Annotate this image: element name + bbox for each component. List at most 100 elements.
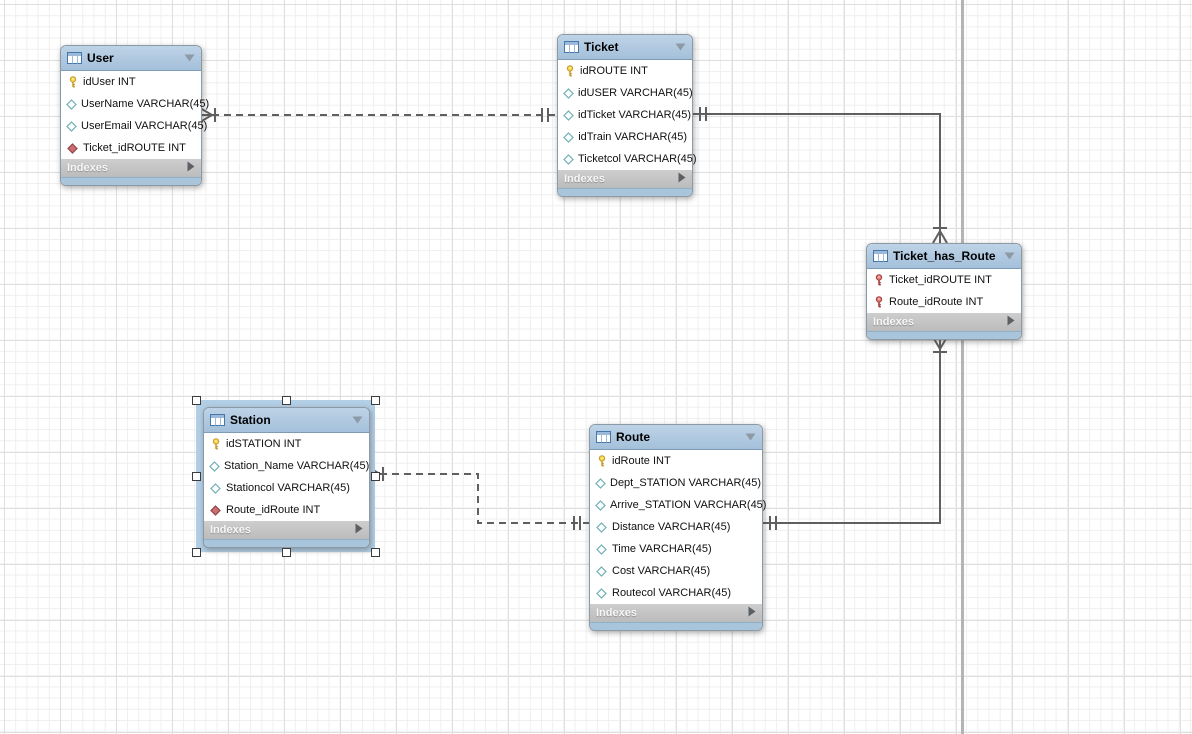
expand-arrow-icon[interactable] — [1007, 315, 1015, 329]
column-label: idROUTE INT — [580, 65, 648, 77]
table-columns: idROUTE INT idUSER VARCHAR(45)idTicket VA… — [558, 60, 697, 170]
table-header[interactable]: Station — [204, 408, 369, 433]
column-row[interactable]: Routecol VARCHAR(45) — [590, 582, 762, 604]
table-title: Route — [616, 430, 650, 444]
primary-key-icon — [595, 455, 608, 467]
relationship-ticket-ticket_has_route[interactable] — [691, 113, 941, 243]
table-columns: Ticket_idROUTE INT Route_idRoute INT — [867, 269, 1021, 313]
expand-arrow-icon[interactable] — [355, 523, 363, 537]
column-icon — [563, 131, 574, 143]
indexes-row[interactable]: Indexes — [590, 604, 762, 622]
column-label: idRoute INT — [612, 455, 671, 467]
indexes-label: Indexes — [873, 316, 914, 328]
expand-arrow-icon[interactable] — [678, 172, 686, 186]
table-icon — [564, 41, 579, 53]
table-footer-strip — [558, 188, 692, 196]
column-row[interactable]: idROUTE INT — [558, 60, 692, 82]
table-header[interactable]: Route — [590, 425, 762, 450]
column-label: idSTATION INT — [226, 438, 302, 450]
column-label: Route_idRoute INT — [889, 296, 984, 308]
column-row[interactable]: idUser INT — [61, 71, 201, 93]
table-header[interactable]: Ticket — [558, 35, 692, 60]
selection-handle[interactable] — [371, 472, 380, 481]
column-row[interactable]: idTrain VARCHAR(45) — [558, 126, 692, 148]
expand-arrow-icon[interactable] — [187, 161, 195, 175]
column-icon — [66, 98, 77, 110]
column-label: Time VARCHAR(45) — [612, 543, 712, 555]
cardinality-marker — [199, 114, 213, 123]
table-footer-strip — [61, 177, 201, 185]
table-columns: idSTATION INT Station_Name VARCHAR(45) Sta… — [204, 433, 369, 521]
collapse-arrow-icon[interactable] — [352, 411, 363, 429]
column-row[interactable]: Dept_STATION VARCHAR(45) — [590, 472, 762, 494]
table-icon — [210, 414, 225, 426]
column-row[interactable]: Ticket_idROUTE INT — [61, 137, 201, 159]
column-label: Stationcol VARCHAR(45) — [226, 482, 350, 494]
table-user[interactable]: User idUser INT UserName VARCHAR(45)UserE… — [60, 45, 209, 186]
column-icon — [595, 499, 606, 511]
column-row[interactable]: Arrive_STATION VARCHAR(45) — [590, 494, 766, 516]
collapse-arrow-icon[interactable] — [675, 38, 686, 56]
column-icon — [563, 153, 574, 165]
column-icon — [595, 521, 608, 533]
column-label: Ticket_idROUTE INT — [889, 274, 992, 286]
indexes-row[interactable]: Indexes — [558, 170, 692, 188]
expand-arrow-icon[interactable] — [748, 606, 756, 620]
table-station[interactable]: Station idSTATION INT Station_Name VARCHA… — [203, 407, 370, 548]
table-title: Ticket_has_Route — [893, 249, 996, 263]
page-boundary-line — [961, 0, 964, 734]
column-icon — [209, 482, 222, 494]
column-icon — [563, 109, 574, 121]
column-row[interactable]: Route_idRoute INT — [204, 499, 369, 521]
column-icon — [66, 120, 77, 132]
column-row[interactable]: Stationcol VARCHAR(45) — [204, 477, 369, 499]
column-label: Ticketcol VARCHAR(45) — [578, 153, 697, 165]
indexes-row[interactable]: Indexes — [204, 521, 369, 539]
table-route[interactable]: Route idRoute INT Dept_STATION VARCHAR(45… — [589, 424, 766, 631]
column-row[interactable]: Station_Name VARCHAR(45) — [204, 455, 369, 477]
selection-handle[interactable] — [371, 396, 380, 405]
collapse-arrow-icon[interactable] — [745, 428, 756, 446]
selection-handle[interactable] — [371, 548, 380, 557]
collapse-arrow-icon[interactable] — [1004, 247, 1015, 265]
indexes-label: Indexes — [210, 524, 251, 536]
selection-handle[interactable] — [281, 396, 291, 405]
column-row[interactable]: UserEmail VARCHAR(45) — [61, 115, 207, 137]
table-title: Ticket — [584, 40, 619, 54]
selection-handle[interactable] — [192, 396, 201, 405]
selection-handle[interactable] — [192, 472, 201, 481]
column-row[interactable]: idRoute INT — [590, 450, 762, 472]
column-icon — [595, 587, 608, 599]
table-ticket[interactable]: Ticket idROUTE INT idUSER VARCHAR(45)idTi… — [557, 34, 697, 197]
relationship-station-route[interactable] — [368, 473, 589, 524]
foreign-key-icon — [66, 142, 79, 154]
table-columns: idRoute INT Dept_STATION VARCHAR(45)Arriv… — [590, 450, 766, 604]
relationship-route-ticket_has_route[interactable] — [761, 337, 941, 524]
column-row[interactable]: UserName VARCHAR(45) — [61, 93, 209, 115]
column-label: Routecol VARCHAR(45) — [612, 587, 732, 599]
indexes-row[interactable]: Indexes — [61, 159, 201, 177]
table-header[interactable]: Ticket_has_Route — [867, 244, 1021, 269]
selection-handle[interactable] — [281, 548, 291, 557]
primary-key-icon — [563, 65, 576, 77]
column-icon — [563, 87, 574, 99]
selection-handle[interactable] — [192, 548, 201, 557]
column-row[interactable]: Cost VARCHAR(45) — [590, 560, 762, 582]
column-row[interactable]: Distance VARCHAR(45) — [590, 516, 762, 538]
column-row[interactable]: Ticket_idROUTE INT — [867, 269, 1021, 291]
column-row[interactable]: idTicket VARCHAR(45) — [558, 104, 692, 126]
table-columns: idUser INT UserName VARCHAR(45)UserEmail … — [61, 71, 209, 159]
table-footer-strip — [204, 539, 369, 547]
table-ticket_has_route[interactable]: Ticket_has_Route Ticket_idROUTE INT Route… — [866, 243, 1022, 340]
column-label: idUser INT — [83, 76, 136, 88]
column-row[interactable]: Route_idRoute INT — [867, 291, 1021, 313]
indexes-row[interactable]: Indexes — [867, 313, 1021, 331]
column-row[interactable]: Time VARCHAR(45) — [590, 538, 762, 560]
column-row[interactable]: idUSER VARCHAR(45) — [558, 82, 693, 104]
cardinality-marker — [939, 230, 948, 244]
column-row[interactable]: idSTATION INT — [204, 433, 369, 455]
table-header[interactable]: User — [61, 46, 201, 71]
collapse-arrow-icon[interactable] — [184, 49, 195, 67]
column-row[interactable]: Ticketcol VARCHAR(45) — [558, 148, 697, 170]
